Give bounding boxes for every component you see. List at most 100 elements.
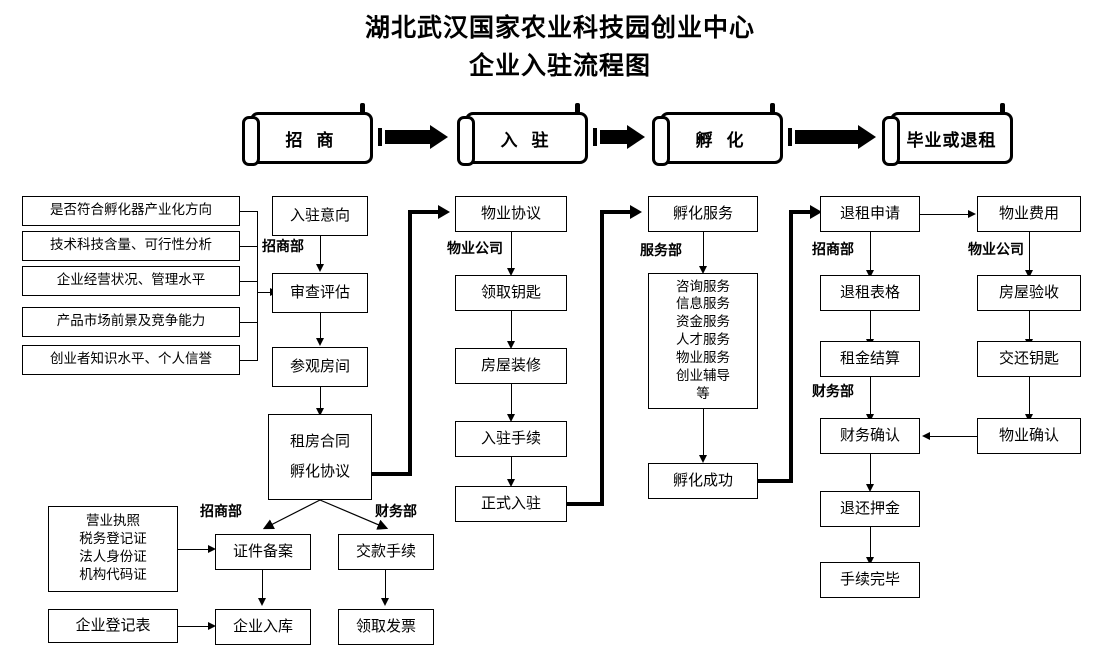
- dept-label-recruit: 招商部: [262, 239, 304, 255]
- wire-regform-enterprise: [178, 626, 210, 627]
- wire-returnkey-confirm: [1029, 377, 1030, 416]
- scroll-knob-icon: [770, 103, 775, 117]
- criteria-stub-1: [240, 211, 258, 212]
- arrow-key-reno-icon: [507, 341, 515, 349]
- page-title-line2: 企业入驻流程图: [468, 51, 651, 80]
- step-document-filing: 证件备案: [215, 534, 311, 570]
- wire-review-visit: [320, 313, 321, 340]
- wire-contract-property-v: [408, 210, 412, 476]
- step-contract-line2: 孵化协议: [289, 462, 350, 481]
- service-item-6: 创业辅导: [676, 367, 730, 384]
- stage-banner-4[interactable]: 毕业或退租: [880, 103, 1015, 166]
- stage-banner-1[interactable]: 招 商: [240, 103, 375, 166]
- stage-banner-2[interactable]: 入 驻: [455, 103, 590, 166]
- wire-filing-registry: [262, 570, 263, 600]
- step-incubation-service: 孵化服务: [648, 196, 758, 232]
- services-list-box: 咨询服务 信息服务 资金服务 人才服务 物业服务 创业辅导 等: [648, 273, 758, 409]
- stage-banner-3-label: 孵 化: [660, 112, 783, 164]
- dept-label-exit-recruit: 招商部: [812, 242, 854, 258]
- step-review: 审查评估: [272, 273, 368, 313]
- step-return-key: 交还钥匙: [977, 341, 1081, 377]
- wire-success-exit-v: [789, 210, 793, 483]
- arrow-contract-property-icon: [438, 205, 450, 219]
- stage-banner-2-label: 入 驻: [465, 112, 588, 164]
- wire-services-success: [703, 409, 704, 457]
- service-item-4: 人才服务: [676, 332, 730, 349]
- arrow-incubate-services-icon: [699, 266, 707, 274]
- arrow-official-incubate-icon: [630, 205, 642, 219]
- step-enterprise-registry: 企业入库: [215, 609, 311, 645]
- wire-success-exit-h2: [789, 210, 813, 214]
- step-payment-procedure: 交款手续: [338, 534, 434, 570]
- step-finance-confirm: 财务确认: [820, 418, 920, 454]
- arrow-reno-procedure-icon: [507, 414, 515, 422]
- scroll-roll-icon: [242, 116, 260, 166]
- stage-banner-3[interactable]: 孵 化: [650, 103, 785, 166]
- document-item-2: 税务登记证: [79, 531, 147, 548]
- wire-deposit-done: [870, 527, 871, 559]
- step-visit-room: 参观房间: [272, 347, 368, 387]
- step-property-fee: 物业费用: [977, 196, 1081, 232]
- scroll-roll-icon: [652, 116, 670, 166]
- wire-exitapp-form: [870, 232, 871, 272]
- criteria-stub-5: [240, 360, 258, 361]
- scroll-knob-icon: [1000, 103, 1005, 117]
- step-get-invoice: 领取发票: [338, 609, 434, 645]
- service-item-5: 物业服务: [676, 349, 730, 366]
- wire-reno-procedure: [511, 384, 512, 416]
- scroll-knob-icon: [360, 103, 365, 117]
- dept-label-property-company-2: 物业公司: [968, 242, 1024, 258]
- stage-arrow-3-4-icon: [788, 125, 878, 149]
- criteria-stub-4: [240, 322, 258, 323]
- documents-list-box: 营业执照 税务登记证 法人身份证 机构代码证: [48, 506, 178, 592]
- stage-banner-1-label: 招 商: [250, 112, 373, 164]
- document-item-4: 机构代码证: [79, 566, 147, 583]
- wire-payment-invoice: [385, 570, 386, 600]
- criteria-box-2: 技术科技含量、可行性分析: [22, 231, 240, 261]
- criteria-box-1: 是否符合孵化器产业化方向: [22, 196, 240, 226]
- scroll-roll-icon: [457, 116, 475, 166]
- step-get-key: 领取钥匙: [455, 275, 567, 311]
- wire-finance-deposit: [870, 454, 871, 486]
- arrow-finance-deposit-icon: [866, 484, 874, 492]
- wire-key-reno: [511, 311, 512, 343]
- wire-docs-filing: [178, 549, 210, 550]
- wire-success-exit-h1: [758, 479, 792, 483]
- criteria-box-5: 创业者知识水平、个人信誉: [22, 345, 240, 375]
- scroll-roll-icon: [882, 116, 900, 166]
- wire-inspect-returnkey: [1029, 311, 1030, 341]
- step-movein-procedure: 入驻手续: [455, 421, 567, 457]
- step-refund-deposit: 退还押金: [820, 491, 920, 527]
- criteria-stub-3: [240, 281, 258, 282]
- arrow-success-exit-icon: [810, 205, 822, 219]
- wire-propconfirm-financeconfirm: [930, 436, 977, 437]
- wire-settle-finance: [870, 377, 871, 416]
- service-item-3: 资金服务: [676, 314, 730, 331]
- arrow-regform-enterprise-icon: [208, 622, 216, 630]
- arrow-fee-inspect-icon: [1025, 270, 1033, 278]
- wire-intent-review: [320, 236, 321, 266]
- dept-label-bottom-finance: 财务部: [375, 504, 417, 520]
- wire-pa-key: [511, 232, 512, 270]
- arrow-visit-contract-icon: [316, 408, 324, 416]
- step-exit-application: 退租申请: [820, 196, 920, 232]
- arrow-filing-registry-icon: [258, 598, 266, 606]
- arrow-propconfirm-financeconfirm-icon: [922, 432, 930, 440]
- step-process-complete: 手续完毕: [820, 562, 920, 598]
- wire-exitapp-fee: [920, 214, 970, 215]
- service-item-7: 等: [696, 385, 710, 402]
- step-renovation: 房屋装修: [455, 348, 567, 384]
- step-incubation-success: 孵化成功: [648, 463, 758, 499]
- step-property-confirm: 物业确认: [977, 418, 1081, 454]
- arrow-procedure-official-icon: [507, 479, 515, 487]
- arrow-exitapp-fee-icon: [968, 210, 976, 218]
- wire-contract-filing: [262, 499, 321, 530]
- wire-official-incubate-h1: [567, 502, 603, 506]
- stage-arrow-2-3-icon: [593, 125, 647, 149]
- wire-form-settle: [870, 311, 871, 341]
- step-contract: 租房合同 孵化协议: [268, 414, 372, 500]
- service-item-2: 信息服务: [676, 296, 730, 313]
- step-exit-form: 退租表格: [820, 275, 920, 311]
- arrow-review-visit-icon: [316, 338, 324, 346]
